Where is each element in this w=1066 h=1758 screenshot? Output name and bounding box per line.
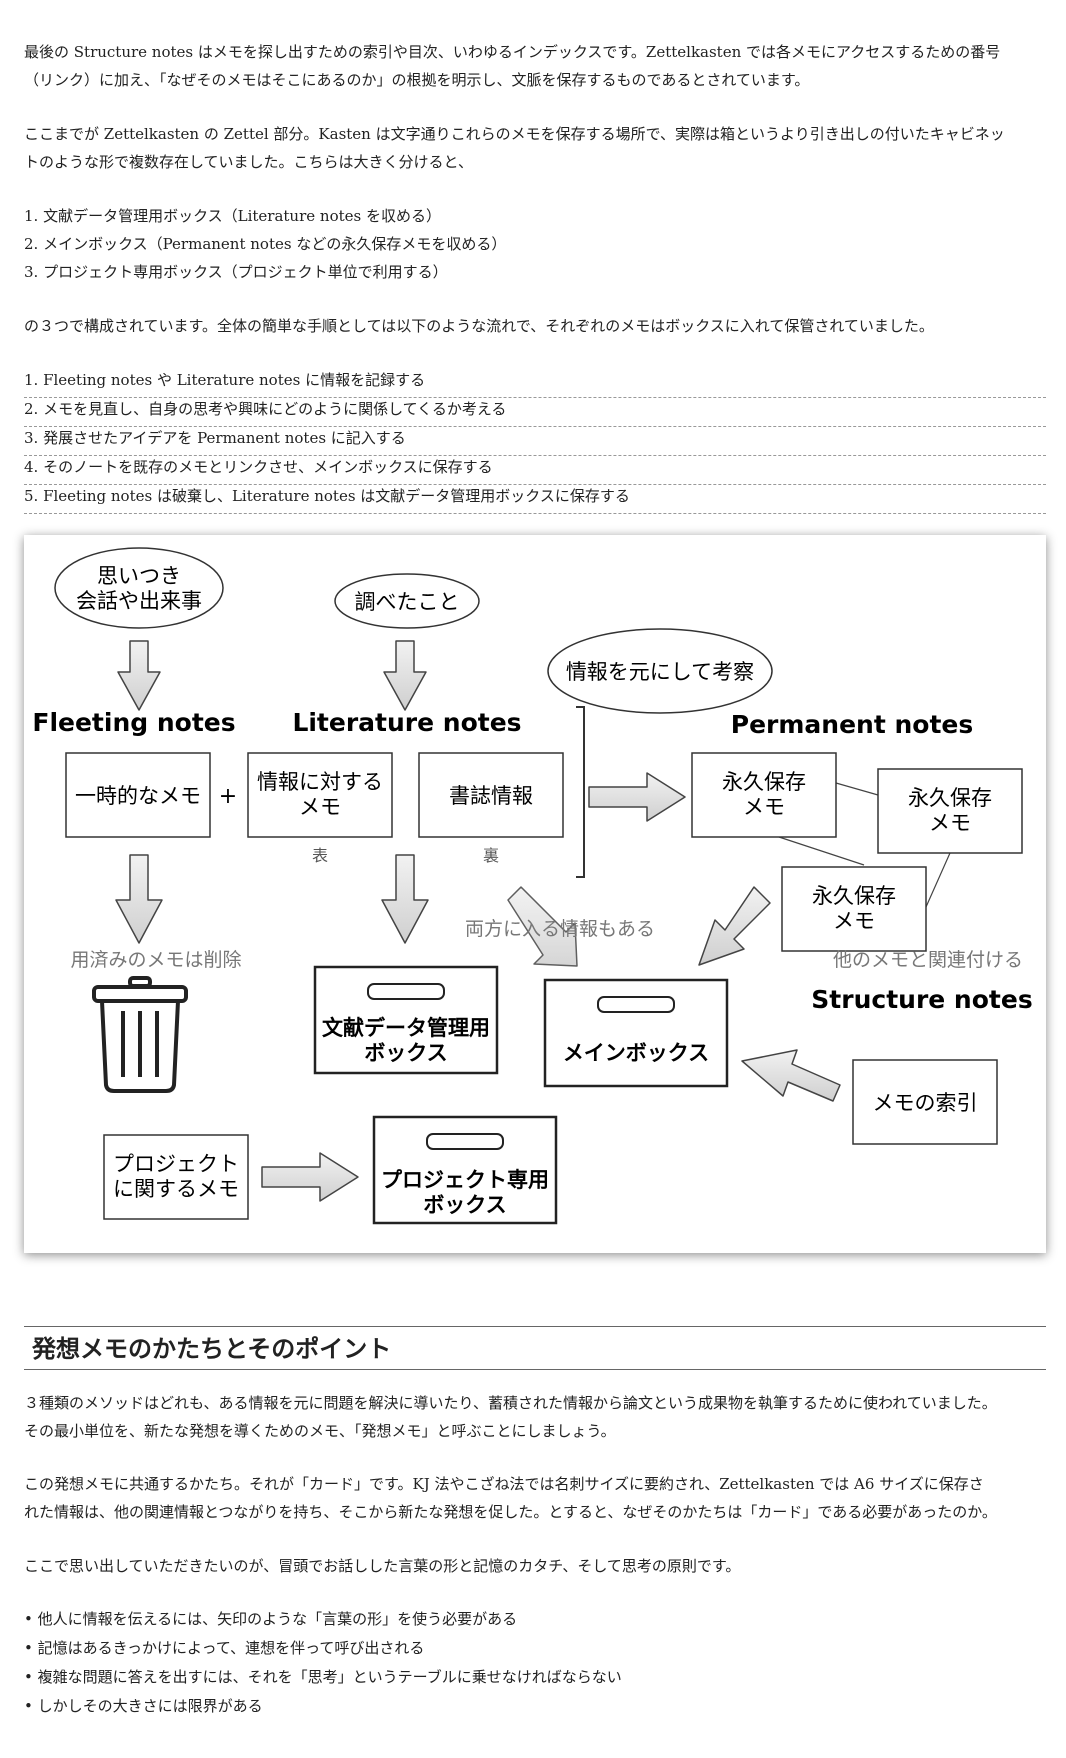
step-item: 5. Fleeting notes は破棄し、Literature notes … — [24, 482, 1046, 514]
box-label: ボックス — [423, 1193, 506, 1217]
card-text: 永久保存 — [812, 884, 896, 908]
front-label: 表 — [312, 846, 328, 865]
list-item: 1. 文献データ管理用ボックス（Literature notes を収める） — [24, 207, 441, 225]
biblio-card — [418, 752, 564, 838]
section-paragraph: この発想メモに共通するかたち。それが「カード」です。KJ 法やこざね法では名刺サ… — [24, 1470, 1046, 1526]
procedure-steps: 1. Fleeting notes や Literature notes に情報… — [24, 366, 1046, 514]
step-item: 3. 発展させたアイデアを Permanent notes に記入する — [24, 424, 1046, 456]
text-line: の３つで構成されています。全体の簡単な手順としては以下のような流れで、それぞれの… — [24, 317, 934, 335]
idea-bubble-text: 思いつき — [97, 564, 181, 588]
literature-notes-title: Literature notes — [292, 708, 521, 737]
box-list: 1. 文献データ管理用ボックス（Literature notes を収める） 2… — [24, 202, 1046, 286]
section-paragraph: ３種類のメソッドはどれも、ある情報を元に問題を解決に導いたり、蓄積された情報から… — [24, 1389, 1046, 1445]
consider-bubble-text: 情報を元にして考察 — [566, 660, 754, 684]
section-heading: 発想メモのかたちとそのポイント — [24, 1325, 1046, 1370]
link-label: 他のメモと関連付ける — [833, 949, 1023, 971]
text-line: れた情報は、他の関連情報とつながりを持ち、そこから新たな発想を促した。とすると、… — [24, 1503, 997, 1521]
trash-icon — [92, 976, 188, 1093]
consider-bubble — [547, 628, 773, 714]
kasten-paragraph: ここまでが Zettelkasten の Zettel 部分。Kasten は文… — [24, 120, 1046, 176]
list-item: 3. プロジェクト専用ボックス（プロジェクト単位で利用する） — [24, 263, 448, 281]
text-line: ここで思い出していただきたいのが、冒頭でお話しした言葉の形と記憶のカタチ、そして… — [24, 1557, 741, 1575]
both-label: 両方に入る情報もある — [465, 918, 655, 940]
list-item: • 複雑な問題に答えを出すには、それを「思考」というテーブルに乗せなければならな… — [24, 1668, 622, 1686]
principle-bullets: • 他人に情報を伝えるには、矢印のような「言葉の形」を使う必要がある • 記憶は… — [24, 1605, 1046, 1721]
box-label: プロジェクト専用 — [381, 1168, 549, 1192]
back-label: 裏 — [483, 846, 499, 865]
zettelkasten-diagram: 思いつき 会話や出来事 調べたこと 情報を元にして考察 Fleeting not… — [24, 535, 1046, 1253]
down-arrow — [117, 640, 161, 711]
list-item: • 記憶はあるきっかけによって、連想を伴って呼び出される — [24, 1639, 425, 1657]
down-arrow — [381, 854, 429, 944]
idea-bubble — [54, 547, 224, 629]
text-line: ３種類のメソッドはどれも、ある情報を元に問題を解決に導いたり、蓄積された情報から… — [24, 1394, 997, 1412]
project-memo-card — [103, 1134, 249, 1220]
card-text: プロジェクト — [113, 1152, 239, 1176]
main-box — [543, 978, 729, 1088]
step-item: 2. メモを見直し、自身の思考や興味にどのように関係してくるか考える — [24, 395, 1046, 427]
plus-sign: + — [219, 784, 237, 809]
step-item: 4. そのノートを既存のメモとリンクさせ、メインボックスに保存する — [24, 453, 1046, 485]
box-label: メインボックス — [563, 1041, 709, 1065]
text-line: （リンク）に加え、「なぜそのメモはそこにあるのか」の根拠を明示し、文脈を保存する… — [24, 71, 810, 89]
list-item: • しかしその大きさには限界がある — [24, 1697, 263, 1715]
left-arrow — [741, 1049, 841, 1102]
procedure-intro-paragraph: の３つで構成されています。全体の簡単な手順としては以下のような流れで、それぞれの… — [24, 312, 1046, 340]
permanent-memo-card — [877, 768, 1023, 854]
box-handle — [597, 996, 675, 1013]
structure-notes-title: Structure notes — [811, 985, 1032, 1014]
text-line: ここまでが Zettelkasten の Zettel 部分。Kasten は文… — [24, 125, 1005, 143]
temp-memo-card — [65, 752, 211, 838]
card-text: 書誌情報 — [449, 784, 533, 808]
card-text: メモ — [833, 909, 875, 933]
delete-label: 用済みのメモは削除 — [70, 949, 241, 971]
list-item: • 他人に情報を伝えるには、矢印のような「言葉の形」を使う必要がある — [24, 1610, 518, 1628]
list-item: 2. メインボックス（Permanent notes などの永久保存メモを収める… — [24, 235, 507, 253]
structure-notes-paragraph: 最後の Structure notes はメモを探し出すための索引や目次、いわゆ… — [24, 38, 1046, 94]
fleeting-notes-title: Fleeting notes — [32, 708, 235, 737]
card-text: 一時的なメモ — [75, 784, 201, 808]
card-text: メモの索引 — [873, 1091, 978, 1115]
permanent-memo-card — [691, 752, 837, 838]
card-text: メモ — [299, 795, 341, 819]
box-handle — [426, 1133, 504, 1150]
card-text: メモ — [929, 811, 971, 835]
down-arrow — [115, 854, 163, 944]
card-text: 永久保存 — [908, 786, 992, 810]
section-paragraph: ここで思い出していただきたいのが、冒頭でお話しした言葉の形と記憶のカタチ、そして… — [24, 1552, 1046, 1580]
right-arrow — [588, 772, 686, 822]
text-line: トのような形で複数存在していました。こちらは大きく分けると、 — [24, 153, 473, 171]
idea-bubble-text: 会話や出来事 — [76, 589, 202, 613]
diagonal-arrow — [507, 886, 578, 967]
permanent-notes-title: Permanent notes — [731, 710, 974, 739]
text-line: その最小単位を、新たな発想を導くためのメモ、「発想メモ」と呼ぶことにしましょう。 — [24, 1422, 616, 1440]
down-arrow — [383, 640, 427, 711]
step-item: 1. Fleeting notes や Literature notes に情報… — [24, 366, 1046, 398]
right-arrow — [261, 1152, 359, 1202]
info-memo-card — [247, 752, 393, 838]
card-text: 永久保存 — [722, 770, 806, 794]
box-label: 文献データ管理用 — [322, 1016, 490, 1040]
index-memo-card — [852, 1059, 998, 1145]
diagonal-arrow — [698, 886, 771, 966]
research-bubble-text: 調べたこと — [355, 590, 460, 614]
box-label: ボックス — [364, 1041, 447, 1065]
permanent-memo-card — [781, 866, 927, 952]
text-line: 最後の Structure notes はメモを探し出すための索引や目次、いわゆ… — [24, 43, 1001, 61]
bracket — [576, 706, 585, 878]
card-text: 情報に対する — [257, 770, 383, 794]
card-text: メモ — [743, 795, 785, 819]
card-text: に関するメモ — [113, 1177, 239, 1201]
research-bubble — [334, 573, 480, 629]
box-handle — [367, 983, 445, 1000]
text-line: この発想メモに共通するかたち。それが「カード」です。KJ 法やこざね法では名刺サ… — [24, 1475, 984, 1493]
